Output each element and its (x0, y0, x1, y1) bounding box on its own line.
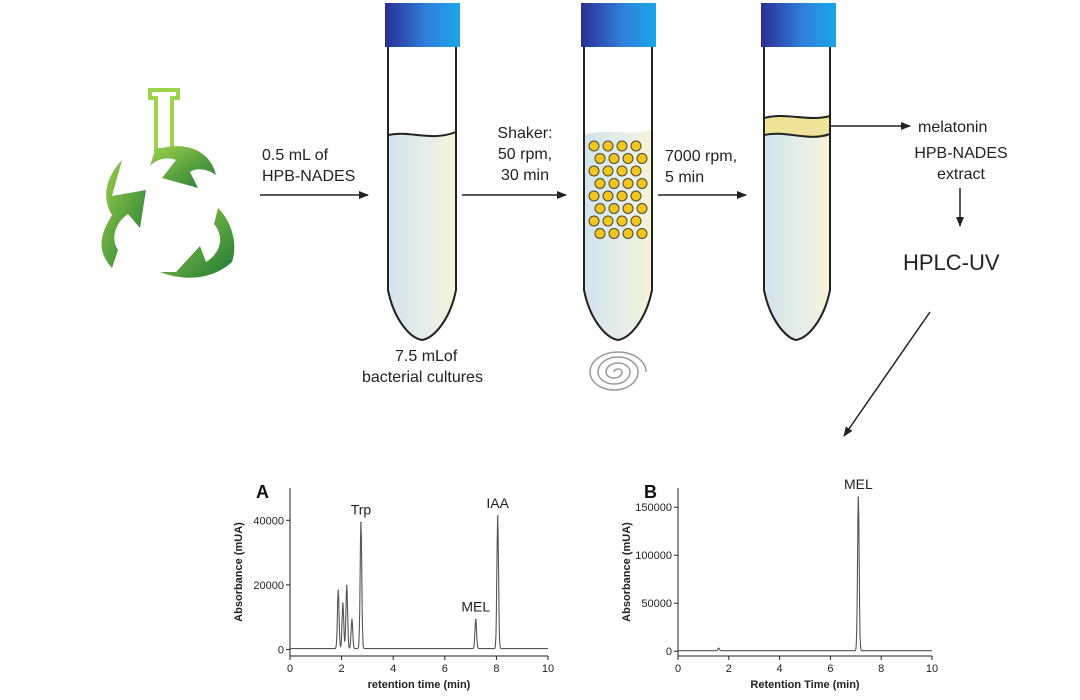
x-tick-label: 0 (675, 663, 681, 675)
x-axis-title: Retention Time (min) (750, 679, 860, 691)
nades-droplet (622, 178, 634, 189)
nades-droplet (630, 215, 642, 227)
x-tick-label: 4 (777, 663, 783, 675)
nades-droplet (588, 140, 600, 152)
x-tick-label: 6 (442, 663, 448, 675)
test-tube-3 (761, 3, 836, 342)
x-tick-label: 0 (287, 663, 293, 675)
tube-cap (385, 3, 460, 47)
peak-point (360, 521, 362, 524)
test-tube-2 (581, 3, 656, 342)
step-centrifuge-label: 7000 rpm,5 min (665, 148, 738, 186)
y-tick-label: 100000 (635, 550, 672, 562)
nades-droplet (594, 153, 606, 164)
tube-cap (761, 3, 836, 47)
nades-droplet (630, 190, 642, 202)
x-tick-label: 4 (390, 663, 396, 675)
peak-point (857, 496, 860, 498)
peak-point (351, 618, 353, 621)
nades-droplet (630, 165, 642, 177)
peak-label: MEL (844, 476, 873, 492)
shaker-spiral-icon (589, 351, 647, 391)
x-axis-title: retention time (min) (368, 679, 471, 691)
chart-axes (677, 488, 932, 657)
nades-droplet (608, 228, 620, 239)
nades-droplet (636, 203, 648, 214)
nades-droplet (594, 178, 606, 189)
nades-droplet (636, 178, 648, 189)
nades-droplets (588, 140, 648, 239)
x-tick-label: 8 (878, 663, 884, 675)
nades-droplet (616, 215, 628, 227)
peak-point (496, 515, 499, 517)
step-shake-label: Shaker:50 rpm,30 min (497, 125, 553, 184)
chromatogram-trace (678, 497, 932, 652)
panel-letter: B (644, 482, 657, 502)
peak-label: MEL (461, 598, 490, 614)
nades-droplet (622, 203, 634, 214)
nades-droplet (602, 140, 614, 152)
bacterial-culture-label-2: bacterial cultures (362, 369, 483, 386)
chromatogram-panel-a: 0 2 4 6 8 10 0 20000 40000 retention time (min) Ab… (233, 482, 554, 691)
nades-droplet (608, 153, 620, 164)
peak-point (337, 589, 340, 592)
nades-droplet (594, 203, 606, 214)
nades-droplet (608, 178, 620, 189)
nades-droplet (622, 153, 634, 164)
nades-droplet (602, 190, 614, 202)
panel-letter: A (256, 482, 269, 502)
y-tick-label: 20000 (253, 580, 284, 592)
nades-droplet (636, 153, 648, 164)
x-tick-label: 8 (493, 663, 499, 675)
extract-label-line1: melatonin (918, 119, 988, 136)
recycle-flask-icon (101, 88, 235, 278)
x-tick-label: 2 (726, 663, 732, 675)
arrow-to-chromatogram (843, 311, 931, 437)
x-tick-label: 10 (926, 663, 938, 675)
peak-point (342, 602, 344, 605)
y-axis-title: Absorbance (mUA) (233, 522, 245, 622)
nades-droplet (588, 190, 600, 202)
nades-droplet (594, 228, 606, 239)
nades-droplet (602, 165, 614, 177)
y-tick-label: 0 (666, 646, 672, 658)
nades-droplet (636, 228, 648, 239)
nades-droplet (608, 203, 620, 214)
y-tick-label: 150000 (635, 502, 672, 514)
tube-cap (581, 3, 656, 47)
chart-axes (289, 488, 548, 657)
nades-droplet (602, 215, 614, 227)
x-tick-label: 10 (542, 663, 554, 675)
y-tick-label: 40000 (253, 515, 284, 527)
peak-point (474, 618, 477, 621)
hplc-uv-label: HPLC-UV (903, 250, 1000, 275)
nades-droplet (616, 165, 628, 177)
chromatogram-trace (290, 516, 548, 650)
peak-point (345, 584, 348, 587)
x-tick-label: 6 (827, 663, 833, 675)
nades-droplet (588, 215, 600, 227)
peak-point (717, 647, 720, 650)
peak-label: IAA (486, 495, 509, 511)
nades-droplet (616, 140, 628, 152)
y-axis-title: Absorbance (mUA) (621, 522, 633, 622)
peak-label: Trp (351, 502, 372, 518)
y-tick-label: 50000 (641, 598, 672, 610)
x-tick-label: 2 (339, 663, 345, 675)
y-tick-label: 0 (278, 645, 284, 657)
nades-droplet (630, 140, 642, 152)
test-tube-1 (385, 3, 460, 342)
nades-droplet (622, 228, 634, 239)
nades-droplet (616, 190, 628, 202)
nades-droplet (588, 165, 600, 177)
bacterial-culture-label: 7.5 mLof (395, 348, 458, 365)
